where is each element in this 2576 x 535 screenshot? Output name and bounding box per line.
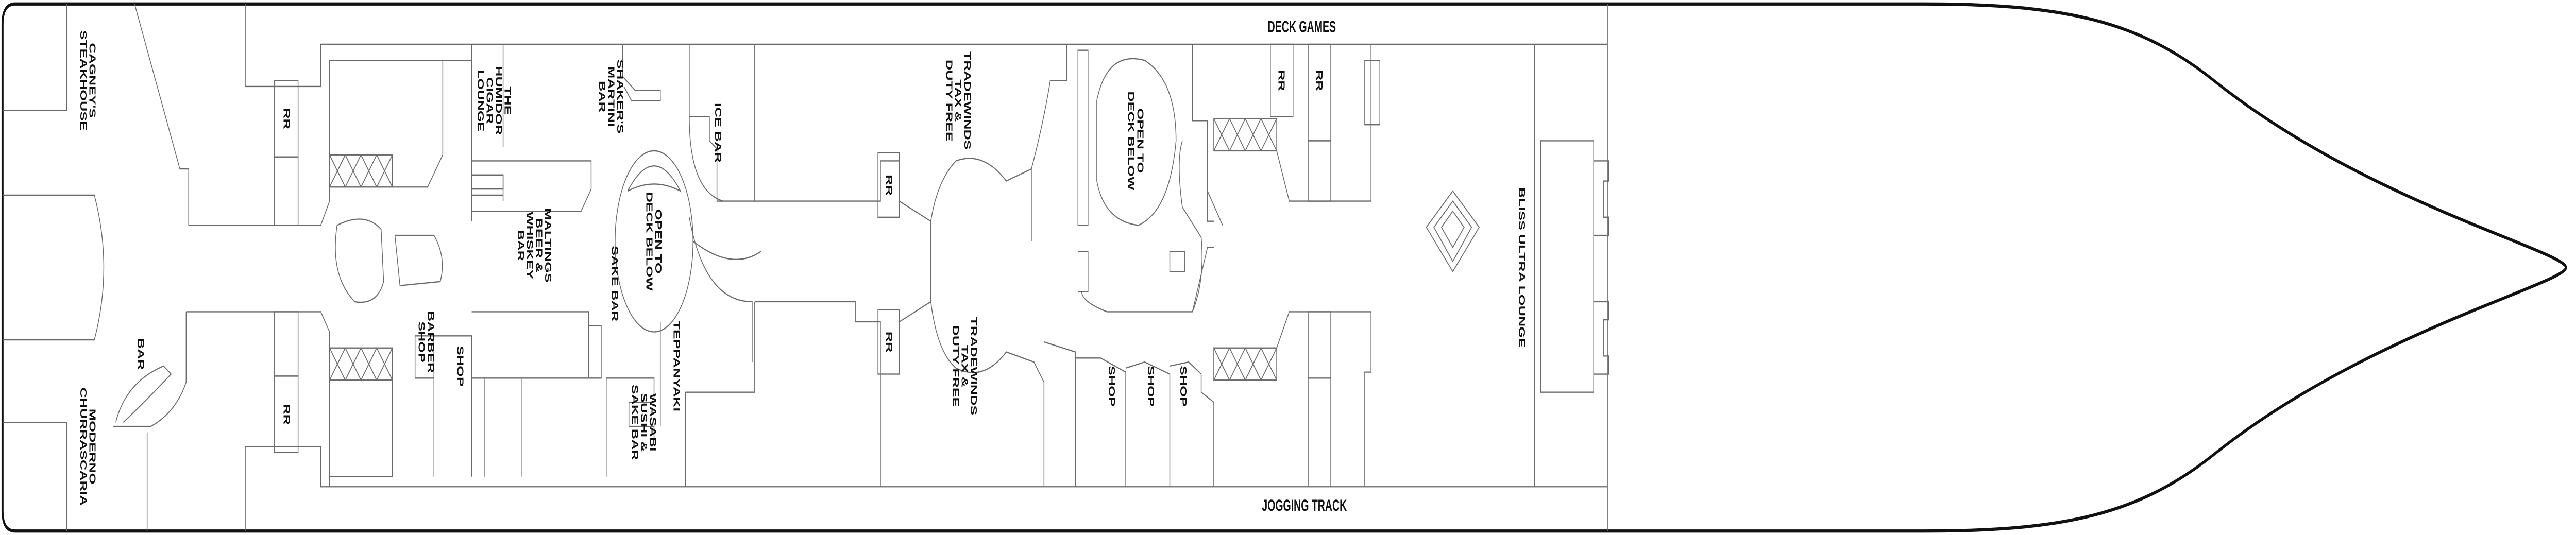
venue-label-line: BLISS ULTRA LOUNGE — [1517, 187, 1527, 348]
venue-label-bar-aft: BAR — [136, 338, 146, 370]
venue-label-shop-2: SHOP — [1107, 366, 1116, 407]
venue-label-line: CAGNEY'S — [88, 43, 97, 118]
venue-label-line: DECK BELOW — [645, 192, 654, 291]
venue-label-line: BAR — [597, 81, 607, 112]
venue-label-rr-3: RR — [884, 175, 894, 196]
venue-label-open-1: OPEN TODECK BELOW — [645, 192, 664, 291]
venue-label-line: SHOP — [1146, 366, 1156, 407]
venue-label-line: DUTY FREE — [944, 60, 954, 142]
venue-label-line: OPEN TO — [653, 209, 663, 274]
venue-label-line: DECK BELOW — [1126, 91, 1136, 191]
venue-label-barber: BARBERSHOP — [417, 311, 436, 373]
venue-label-line: TRADEWINDS — [962, 51, 972, 150]
venue-label-line: ICE BAR — [713, 103, 723, 163]
venue-label-line: RR — [282, 108, 292, 129]
venue-label-line: SUSHI & — [639, 393, 649, 452]
venue-label-wasabi: WASABISUSHI &SAKE BAR — [630, 385, 658, 460]
venue-label-line: BARBER — [426, 311, 436, 373]
venue-label-line: RR — [1277, 70, 1286, 91]
venue-label-line: MALTINGS — [543, 208, 553, 283]
venue-label-line: THE — [503, 86, 513, 115]
venue-label-rr-1: RR — [282, 108, 292, 129]
venue-label-shakers: SHAKER'SMARTINIBAR — [597, 59, 625, 133]
venue-label-line: SHAKER'S — [615, 59, 625, 133]
venue-label-shop-3: SHOP — [1146, 366, 1156, 407]
venue-label-maltings: MALTINGSBEER &WHISKEYBAR — [516, 208, 553, 283]
deck-walls — [2, 4, 1609, 531]
venue-label-line: SAKE BAR — [630, 385, 640, 460]
deck-games-label: DECK GAMES — [1268, 18, 1336, 36]
venue-label-line: LOUNGE — [476, 70, 485, 131]
venue-label-line: SHOP — [417, 321, 427, 363]
venue-label-line: HUMIDOR — [494, 66, 503, 135]
venue-label-shop-1: SHOP — [455, 346, 465, 387]
venue-label-open-2: OPEN TODECK BELOW — [1126, 91, 1145, 191]
venue-label-line: SHOP — [1107, 366, 1116, 407]
bliss-logo-icon — [1426, 190, 1480, 273]
venue-label-line: CHURRASCARIA — [78, 387, 88, 506]
venue-label-line: TRADEWINDS — [969, 317, 978, 416]
venue-label-ice-bar: ICE BAR — [713, 103, 723, 163]
venue-label-rr-4: RR — [884, 332, 894, 353]
venue-label-shop-4: SHOP — [1179, 366, 1189, 407]
venue-labels: CAGNEY'SSTEAKHOUSE MODERNOCHURRASCARIA BAR… — [78, 30, 1527, 506]
venue-label-line: WASABI — [648, 393, 658, 451]
venue-label-moderno: MODERNOCHURRASCARIA — [78, 387, 97, 506]
venue-label-line: BEER & — [534, 218, 544, 272]
venue-label-tradewinds-2: TRADEWINDSTAX &DUTY FREE — [951, 317, 979, 416]
venue-label-bliss: BLISS ULTRA LOUNGE — [1517, 187, 1527, 348]
venue-label-line: BAR — [516, 230, 526, 261]
elevator-bank — [329, 118, 1277, 381]
venue-label-line: MARTINI — [606, 66, 616, 127]
venue-label-line: MODERNO — [88, 409, 97, 485]
venue-label-line: TEPPANYAKI — [672, 321, 682, 411]
venue-label-rr-6: RR — [1314, 70, 1324, 91]
venue-label-line: RR — [282, 404, 292, 425]
venue-label-line: RR — [884, 332, 894, 353]
venue-label-line: OPEN TO — [1136, 108, 1145, 173]
venue-label-line: RR — [884, 175, 894, 196]
venue-label-line: TAX & — [954, 79, 963, 122]
venue-label-line: STEAKHOUSE — [78, 30, 88, 131]
venue-label-line: TAX & — [960, 345, 970, 387]
venue-label-line: BAR — [136, 338, 146, 370]
venue-label-cagneys: CAGNEY'SSTEAKHOUSE — [78, 30, 97, 131]
jogging-track-label: JOGGING TRACK — [1262, 496, 1347, 514]
venue-label-line: SAKE BAR — [610, 246, 620, 321]
venue-label-tradewinds-1: TRADEWINDSTAX &DUTY FREE — [944, 51, 973, 150]
venue-label-rr-2: RR — [282, 404, 292, 425]
venue-label-line: RR — [1314, 70, 1324, 91]
venue-label-teppanyaki: TEPPANYAKI — [672, 321, 682, 411]
venue-label-line: DUTY FREE — [951, 325, 960, 407]
venue-label-rr-5: RR — [1277, 70, 1286, 91]
venue-label-line: WHISKEY — [525, 212, 535, 280]
venue-label-line: CIGAR — [485, 77, 495, 124]
venue-label-humidor: THEHUMIDORCIGARLOUNGE — [476, 66, 513, 135]
venue-label-sake-bar: SAKE BAR — [610, 246, 620, 321]
venue-label-line: SHOP — [455, 346, 465, 387]
venue-label-line: SHOP — [1179, 366, 1189, 407]
